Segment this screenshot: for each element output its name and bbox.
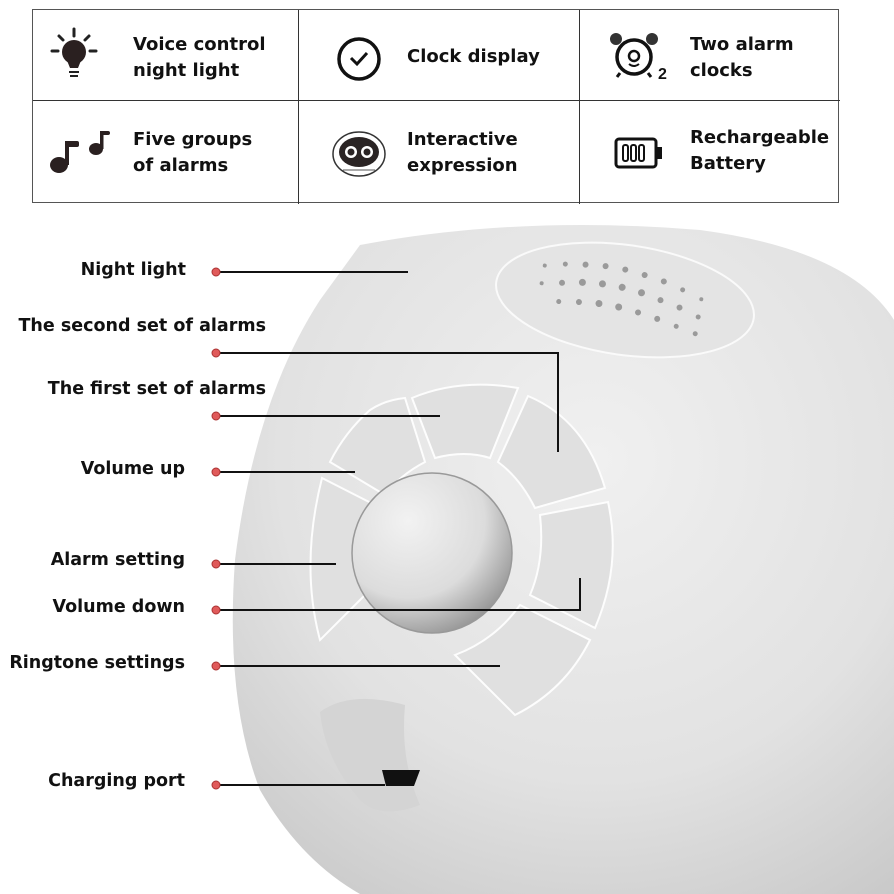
device-illustration bbox=[211, 225, 894, 894]
callout-lines bbox=[220, 271, 581, 786]
feature-voice-night-light: Voice control night light bbox=[33, 10, 299, 101]
feature-line: Battery bbox=[690, 153, 766, 174]
feature-clock-display: Clock display bbox=[299, 10, 580, 101]
feature-rechargeable-battery: Rechargeable Battery bbox=[580, 101, 840, 204]
lightbulb-icon bbox=[49, 27, 99, 80]
feature-line: Two alarm bbox=[690, 34, 794, 55]
callout-first-alarm-set: The first set of alarms bbox=[47, 379, 266, 399]
feature-line: clocks bbox=[690, 60, 753, 81]
robot-face-icon bbox=[331, 129, 387, 179]
callout-dots bbox=[211, 267, 221, 790]
alarm-clock-icon: 2 bbox=[608, 32, 674, 83]
callout-volume-down: Volume down bbox=[52, 597, 185, 617]
battery-icon bbox=[614, 128, 664, 178]
feature-line: Rechargeable bbox=[690, 127, 830, 148]
feature-line: night light bbox=[133, 60, 240, 81]
charging-port bbox=[382, 770, 420, 786]
callout-second-alarm-set: The second set of alarms bbox=[18, 316, 267, 336]
feature-table: Voice control night light Clock display … bbox=[32, 9, 840, 204]
feature-interactive-expression: Interactive expression bbox=[299, 101, 580, 204]
feature-line: expression bbox=[407, 155, 518, 176]
clock-icon bbox=[334, 34, 384, 84]
music-notes-icon bbox=[49, 125, 119, 175]
feature-line: Voice control bbox=[133, 34, 266, 55]
control-buttons bbox=[309, 383, 614, 717]
svg-text:2: 2 bbox=[658, 66, 667, 83]
callout-charging-port: Charging port bbox=[48, 771, 185, 791]
callout-volume-up: Volume up bbox=[80, 459, 185, 479]
feature-line: Five groups bbox=[133, 129, 253, 150]
feature-two-alarm-clocks: 2 Two alarm clocks bbox=[580, 10, 840, 101]
callout-ringtone-settings: Ringtone settings bbox=[9, 653, 185, 673]
speaker-grille bbox=[495, 241, 755, 359]
feature-line: of alarms bbox=[133, 155, 229, 176]
feature-line: Interactive bbox=[407, 129, 518, 150]
callout-night-light: Night light bbox=[80, 260, 186, 280]
center-knob bbox=[351, 472, 513, 634]
callout-alarm-setting: Alarm setting bbox=[50, 550, 185, 570]
feature-five-alarm-groups: Five groups of alarms bbox=[33, 101, 299, 204]
feature-line: Clock display bbox=[407, 46, 540, 67]
speaker-holes bbox=[539, 261, 704, 337]
